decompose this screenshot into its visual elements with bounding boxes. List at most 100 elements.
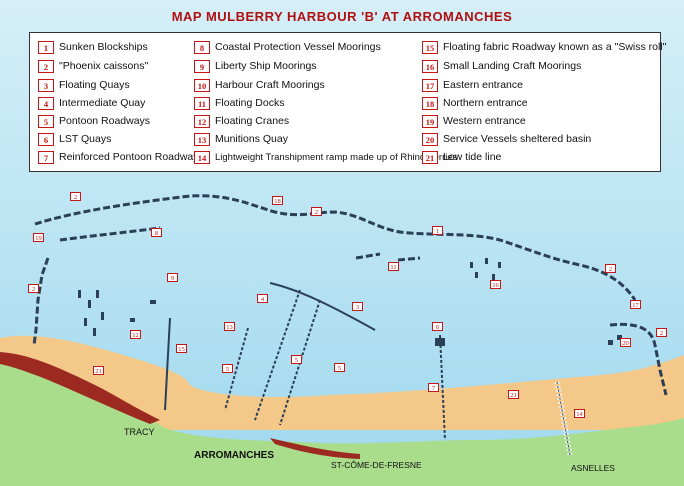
legend-item: 8 Coastal Protection Vessel Moorings bbox=[194, 39, 381, 55]
map-marker: 5 bbox=[222, 364, 233, 373]
map-marker: 9 bbox=[167, 273, 178, 282]
map-marker: 8 bbox=[151, 228, 162, 237]
legend-item: 11 Floating Docks bbox=[194, 95, 284, 111]
breakwater bbox=[32, 194, 668, 396]
cliff-east bbox=[270, 438, 360, 459]
legend-label: Eastern entrance bbox=[443, 79, 523, 91]
legend-number: 3 bbox=[38, 78, 54, 92]
legend-label: Sunken Blockships bbox=[59, 41, 148, 53]
legend-number: 7 bbox=[38, 150, 54, 164]
map-marker: 13 bbox=[224, 322, 235, 331]
legend-item: 15 Floating fabric Roadway known as a "Sw… bbox=[422, 39, 666, 55]
map-marker: 18 bbox=[272, 196, 283, 205]
legend-label: Harbour Craft Moorings bbox=[215, 79, 325, 91]
legend-number: 8 bbox=[194, 40, 210, 54]
legend-number: 4 bbox=[38, 96, 54, 110]
legend-number: 5 bbox=[38, 114, 54, 128]
map-marker: 14 bbox=[574, 409, 585, 418]
legend-item: 2 "Phoenix caissons" bbox=[38, 58, 148, 74]
place-label-st-come: ST-CÔME-DE-FRESNE bbox=[331, 460, 422, 470]
legend-label: LST Quays bbox=[59, 133, 112, 145]
place-label-asnelles: ASNELLES bbox=[571, 463, 615, 473]
legend-label: "Phoenix caissons" bbox=[59, 60, 149, 72]
legend-number: 20 bbox=[422, 132, 438, 146]
map-marker: 2 bbox=[28, 284, 39, 293]
map-marker: 21 bbox=[508, 390, 519, 399]
legend-label: Coastal Protection Vessel Moorings bbox=[215, 41, 381, 53]
legend-box: 1 Sunken Blockships 2 "Phoenix caissons" 3… bbox=[29, 32, 666, 172]
legend-number: 16 bbox=[422, 59, 438, 73]
map-marker: 1 bbox=[432, 226, 443, 235]
legend-number: 12 bbox=[194, 114, 210, 128]
legend-item: 6 LST Quays bbox=[38, 131, 111, 147]
legend-number: 1 bbox=[38, 40, 54, 54]
legend-label: Floating fabric Roadway known as a "Swis… bbox=[443, 41, 667, 53]
legend-label: Floating Cranes bbox=[215, 115, 290, 127]
map-marker: 19 bbox=[33, 233, 44, 242]
legend-item: 20 Service Vessels sheltered basin bbox=[422, 131, 591, 147]
legend-item: 12 Floating Cranes bbox=[194, 113, 289, 129]
legend-label: Munitions Quay bbox=[215, 133, 288, 145]
legend-number: 21 bbox=[422, 150, 438, 164]
map-marker: 20 bbox=[620, 338, 631, 347]
moorings bbox=[78, 258, 622, 346]
land bbox=[0, 360, 684, 486]
map-marker: 17 bbox=[630, 300, 641, 309]
map-marker: 2 bbox=[311, 207, 322, 216]
legend-label: Intermediate Quay bbox=[59, 97, 146, 109]
map-marker: 2 bbox=[656, 328, 667, 337]
map-marker: 5 bbox=[334, 363, 345, 372]
map-marker: 16 bbox=[490, 280, 501, 289]
legend-item: 16 Small Landing Craft Moorings bbox=[422, 58, 581, 74]
map-marker: 7 bbox=[428, 383, 439, 392]
place-label-tracy: TRACY bbox=[124, 427, 155, 437]
cliff-west bbox=[0, 352, 160, 424]
map-marker: 12 bbox=[130, 330, 141, 339]
map-marker: 2 bbox=[70, 192, 81, 201]
legend-number: 9 bbox=[194, 59, 210, 73]
legend-label: Lightweight Transhipment ramp made up of… bbox=[215, 151, 458, 163]
legend-item: 10 Harbour Craft Moorings bbox=[194, 77, 325, 93]
legend-item: 17 Eastern entrance bbox=[422, 77, 523, 93]
legend-label: Western entrance bbox=[443, 115, 526, 127]
place-label-arromanches: ARROMANCHES bbox=[194, 450, 274, 461]
legend-item: 4 Intermediate Quay bbox=[38, 95, 145, 111]
legend-number: 6 bbox=[38, 132, 54, 146]
map-marker: 4 bbox=[257, 294, 268, 303]
legend-number: 15 bbox=[422, 40, 438, 54]
legend-item: 19 Western entrance bbox=[422, 113, 526, 129]
map-marker: 15 bbox=[176, 344, 187, 353]
legend-item: 9 Liberty Ship Moorings bbox=[194, 58, 317, 74]
legend-number: 19 bbox=[422, 114, 438, 128]
map-marker: 21 bbox=[93, 366, 104, 375]
legend-item: 1 Sunken Blockships bbox=[38, 39, 148, 55]
legend-label: Floating Docks bbox=[215, 97, 285, 109]
legend-label: Low tide line bbox=[443, 151, 502, 163]
legend-label: Northern entrance bbox=[443, 97, 528, 109]
map-marker: 2 bbox=[605, 264, 616, 273]
legend-number: 17 bbox=[422, 78, 438, 92]
legend-label: Floating Quays bbox=[59, 79, 130, 91]
beach-sand bbox=[0, 335, 684, 430]
legend-item: 14 Lightweight Transhipment ramp made up … bbox=[194, 149, 457, 165]
legend-label: Liberty Ship Moorings bbox=[215, 60, 317, 72]
legend-item: 21 Low tide line bbox=[422, 149, 501, 165]
legend-item: 13 Munitions Quay bbox=[194, 131, 288, 147]
map-marker: 11 bbox=[388, 262, 399, 271]
legend-number: 2 bbox=[38, 59, 54, 73]
legend-item: 3 Floating Quays bbox=[38, 77, 130, 93]
map-marker: 3 bbox=[352, 302, 363, 311]
legend-number: 11 bbox=[194, 96, 210, 110]
legend-label: Small Landing Craft Moorings bbox=[443, 60, 582, 72]
legend-label: Service Vessels sheltered basin bbox=[443, 133, 592, 145]
legend-number: 14 bbox=[194, 150, 210, 164]
legend-number: 13 bbox=[194, 132, 210, 146]
legend-number: 10 bbox=[194, 78, 210, 92]
map-marker: 5 bbox=[291, 355, 302, 364]
map-marker: 6 bbox=[432, 322, 443, 331]
legend-label: Pontoon Roadways bbox=[59, 115, 151, 127]
legend-item: 5 Pontoon Roadways bbox=[38, 113, 150, 129]
